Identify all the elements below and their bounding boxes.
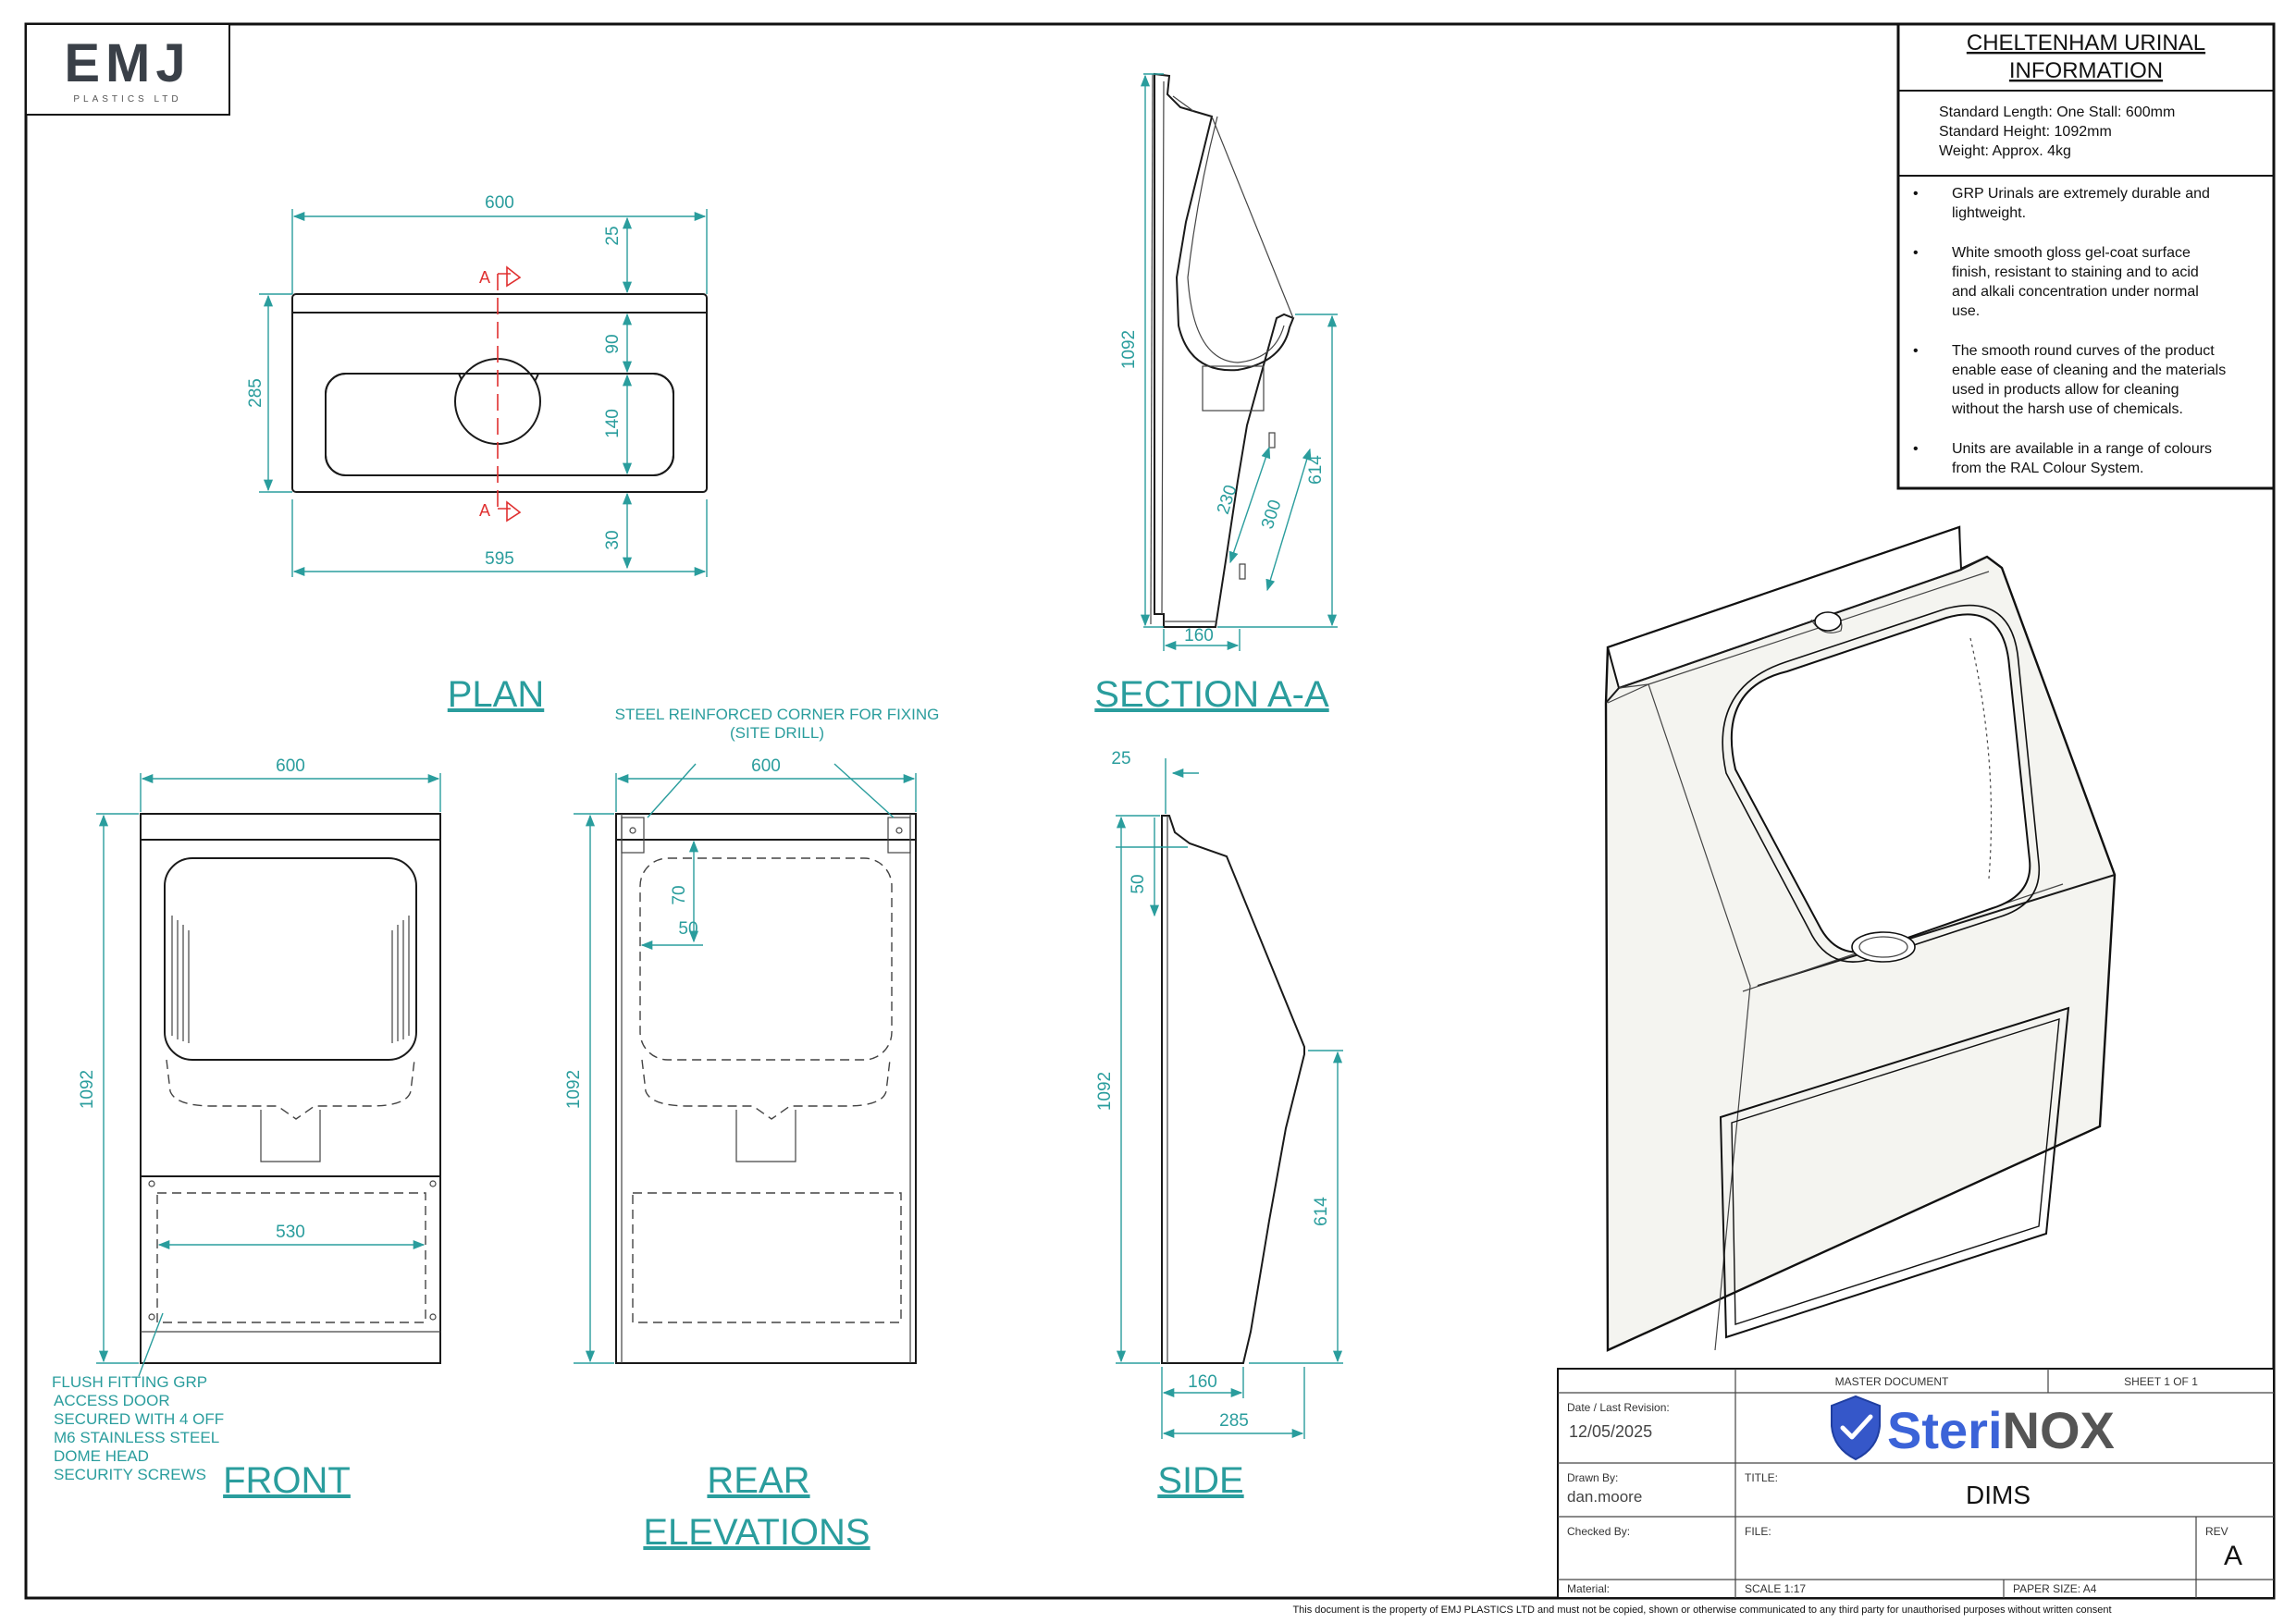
- rear-view: 600 1092 70 50 STEEL REINFORCED CORNER F…: [564, 706, 939, 1553]
- rear-note-line1: STEEL REINFORCED CORNER FOR FIXING: [615, 706, 940, 723]
- info-spec-line: Standard Height: 1092mm: [1939, 124, 2112, 140]
- plan-view: A A 600 595 285 25 90 140 30 PLAN: [246, 193, 708, 715]
- view-title-section: SECTION A-A: [1094, 674, 1329, 715]
- view-title-plan: PLAN: [448, 674, 545, 715]
- front-door-note-line: DOME HEAD: [54, 1447, 149, 1465]
- brand-name-part1: Steri: [1887, 1401, 2003, 1459]
- plan-dim-width-top: 600: [485, 193, 514, 213]
- info-specs: Standard Length: One Stall: 600mmStandar…: [1939, 105, 2175, 159]
- company-logo: EMJ PLASTICS LTD: [25, 23, 230, 116]
- section-dim-b: 300: [1258, 498, 1286, 532]
- section-dim-lower: 614: [1306, 455, 1326, 485]
- tb-material-label: Material:: [1567, 1582, 1610, 1595]
- front-door-note-line: ACCESS DOOR: [54, 1392, 170, 1409]
- info-title-line1: CHELTENHAM URINAL: [1967, 31, 2205, 55]
- info-bullets: • GRP Urinals are extremely durable and li…: [1913, 186, 2226, 476]
- tb-master-document: MASTER DOCUMENT: [1835, 1375, 1949, 1388]
- tb-sheet: SHEET 1 OF 1: [2124, 1375, 2198, 1388]
- tb-file-label: FILE:: [1745, 1525, 1771, 1538]
- info-bullet-line: Units are available in a range of colour…: [1952, 441, 2212, 457]
- tb-date-label: Date / Last Revision:: [1567, 1401, 1670, 1414]
- isometric-view: [1604, 525, 2117, 1352]
- tb-date-value: 12/05/2025: [1569, 1422, 1652, 1441]
- rear-dim-width: 600: [751, 756, 781, 776]
- side-dim-base2: 285: [1219, 1411, 1249, 1431]
- plan-dim-d1: 25: [603, 226, 623, 245]
- info-bullet-line: and alkali concentration under normal: [1952, 284, 2199, 300]
- plan-dim-width-bottom: 595: [485, 549, 514, 569]
- rear-dim-70: 70: [670, 885, 689, 904]
- svg-text:SteriNOX: SteriNOX: [1887, 1401, 2115, 1459]
- plan-dim-d2: 90: [603, 334, 623, 353]
- info-bullet-line: The smooth round curves of the product: [1952, 343, 2215, 359]
- section-dim-base: 160: [1184, 626, 1214, 646]
- logo-text: EMJ: [64, 33, 191, 93]
- view-title-side: SIDE: [1157, 1460, 1243, 1501]
- rear-dim-height: 1092: [564, 1070, 584, 1109]
- section-view: 1092 614 230 300 160 SECTION A-A: [1094, 72, 1338, 715]
- brand-logo: SteriNOX: [1831, 1395, 2115, 1461]
- section-dim-height: 1092: [1119, 330, 1139, 369]
- info-bullet-dot: •: [1913, 186, 1919, 202]
- section-marker-top: A: [479, 268, 490, 287]
- tb-drawn-value: dan.moore: [1567, 1488, 1642, 1506]
- front-door-note-line: FLUSH FITTING GRP: [52, 1373, 207, 1391]
- tb-paper: PAPER SIZE: A4: [2013, 1582, 2097, 1595]
- info-bullet-line: from the RAL Colour System.: [1952, 461, 2143, 476]
- info-bullet-line: White smooth gloss gel-coat surface: [1952, 245, 2191, 261]
- front-door-note-line: M6 STAINLESS STEEL: [54, 1429, 219, 1446]
- info-bullet-line: without the harsh use of chemicals.: [1951, 401, 2183, 417]
- plan-dim-d4: 30: [603, 530, 623, 549]
- tb-drawn-label: Drawn By:: [1567, 1471, 1618, 1484]
- info-bullet-dot: •: [1913, 441, 1919, 457]
- brand-name-part2: NOX: [2003, 1401, 2115, 1459]
- info-bullet-line: lightweight.: [1952, 205, 2026, 221]
- front-dim-height: 1092: [78, 1070, 97, 1109]
- info-bullet-line: use.: [1952, 303, 1980, 319]
- info-bullet-line: enable ease of cleaning and the material…: [1952, 363, 2226, 378]
- section-marker-bottom: A: [479, 501, 490, 520]
- info-title-line2: INFORMATION: [2009, 58, 2163, 83]
- info-bullet-line: used in products allow for cleaning: [1952, 382, 2179, 398]
- info-bullet-dot: •: [1913, 343, 1919, 359]
- shield-check-icon: [1831, 1395, 1881, 1461]
- front-dim-width: 600: [276, 756, 305, 776]
- tb-title-value: DIMS: [1966, 1481, 2031, 1509]
- side-dim-top: 25: [1111, 749, 1130, 768]
- logo-subtext: PLASTICS LTD: [73, 94, 181, 105]
- rear-note-line2: (SITE DRILL): [730, 724, 824, 742]
- front-door-note-line: SECURED WITH 4 OFF: [54, 1410, 224, 1428]
- footer-disclaimer: This document is the property of EMJ PLA…: [1292, 1605, 2111, 1616]
- side-dim-base1: 160: [1188, 1372, 1217, 1392]
- info-bullet-line: finish, resistant to staining and to aci…: [1952, 264, 2199, 280]
- view-title-rear-line1: REAR: [707, 1460, 809, 1501]
- front-dim-panel: 530: [276, 1223, 305, 1242]
- tb-rev-value: A: [2224, 1541, 2242, 1571]
- tb-title-label: TITLE:: [1745, 1471, 1778, 1484]
- rear-dim-50: 50: [678, 919, 697, 939]
- front-door-note-line: SECURITY SCREWS: [54, 1466, 206, 1483]
- side-dim-height: 1092: [1095, 1072, 1115, 1111]
- title-block: MASTER DOCUMENT SHEET 1 OF 1 Date / Last…: [1557, 1368, 2275, 1599]
- plan-dim-d3: 140: [603, 409, 623, 438]
- info-bullet-line: GRP Urinals are extremely durable and: [1952, 186, 2210, 202]
- tb-scale: SCALE 1:17: [1745, 1582, 1806, 1595]
- tb-rev-label: REV: [2205, 1525, 2228, 1538]
- info-spec-line: Standard Length: One Stall: 600mm: [1939, 105, 2175, 120]
- info-box: CHELTENHAM URINAL INFORMATION Standard L…: [1896, 22, 2276, 490]
- side-dim-lower: 614: [1312, 1197, 1331, 1226]
- view-title-rear-line2: ELEVATIONS: [643, 1512, 870, 1553]
- info-spec-line: Weight: Approx. 4kg: [1939, 143, 2071, 159]
- side-dim-50: 50: [1129, 874, 1148, 893]
- side-view: 25 50 1092 614 160 285 SIDE: [1095, 749, 1343, 1501]
- plan-dim-depth: 285: [246, 378, 265, 408]
- tb-checked-label: Checked By:: [1567, 1525, 1630, 1538]
- view-title-front: FRONT: [223, 1460, 351, 1501]
- sheet-border: [24, 22, 2276, 1600]
- info-bullet-dot: •: [1913, 245, 1919, 261]
